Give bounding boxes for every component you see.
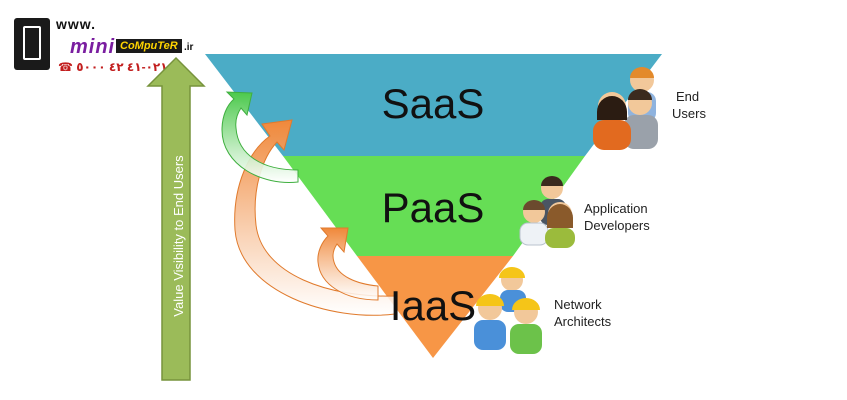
logo-www: www.: [56, 16, 97, 32]
application-developers-icon: [519, 176, 575, 248]
curved-arrow-paas-to-saas: [221, 91, 299, 183]
saas-layer: [205, 54, 662, 156]
logo-device-icon: [14, 18, 50, 70]
mini-computer-logo[interactable]: www. mini CoMpuTeR .ir ☎ ٠٢١-٤١ ٤٢ ٥٠٠٠: [14, 14, 204, 84]
saas-label: SaaS: [382, 80, 485, 127]
logo-phone-number: ☎ ٠٢١-٤١ ٤٢ ٥٠٠٠: [58, 60, 168, 74]
paas-layer: [283, 156, 585, 256]
network-architects-label-line2: Architects: [554, 314, 612, 329]
logo-mini: mini: [70, 36, 116, 58]
network-architects-label-line1: Network: [554, 297, 602, 312]
iaas-label: IaaS: [390, 282, 476, 329]
value-visibility-label: Value Visibility to End Users: [171, 155, 186, 317]
application-developers-label-line2: Developers: [584, 218, 650, 233]
application-developers-label-line1: Application: [584, 201, 648, 216]
curved-arrow-iaas-to-saas: [234, 119, 396, 316]
logo-computer: CoMpuTeR: [116, 39, 182, 53]
curved-arrow-iaas-to-paas: [317, 227, 379, 301]
iaas-layer: [357, 256, 513, 358]
paas-label: PaaS: [382, 184, 485, 231]
end-users-label-line1: End: [676, 89, 699, 104]
value-visibility-arrow: [146, 56, 206, 381]
end-users-label-line2: Users: [672, 106, 706, 121]
end-users-icon: [593, 67, 658, 150]
logo-tld: .ir: [184, 42, 194, 53]
network-architects-icon: [474, 267, 542, 354]
